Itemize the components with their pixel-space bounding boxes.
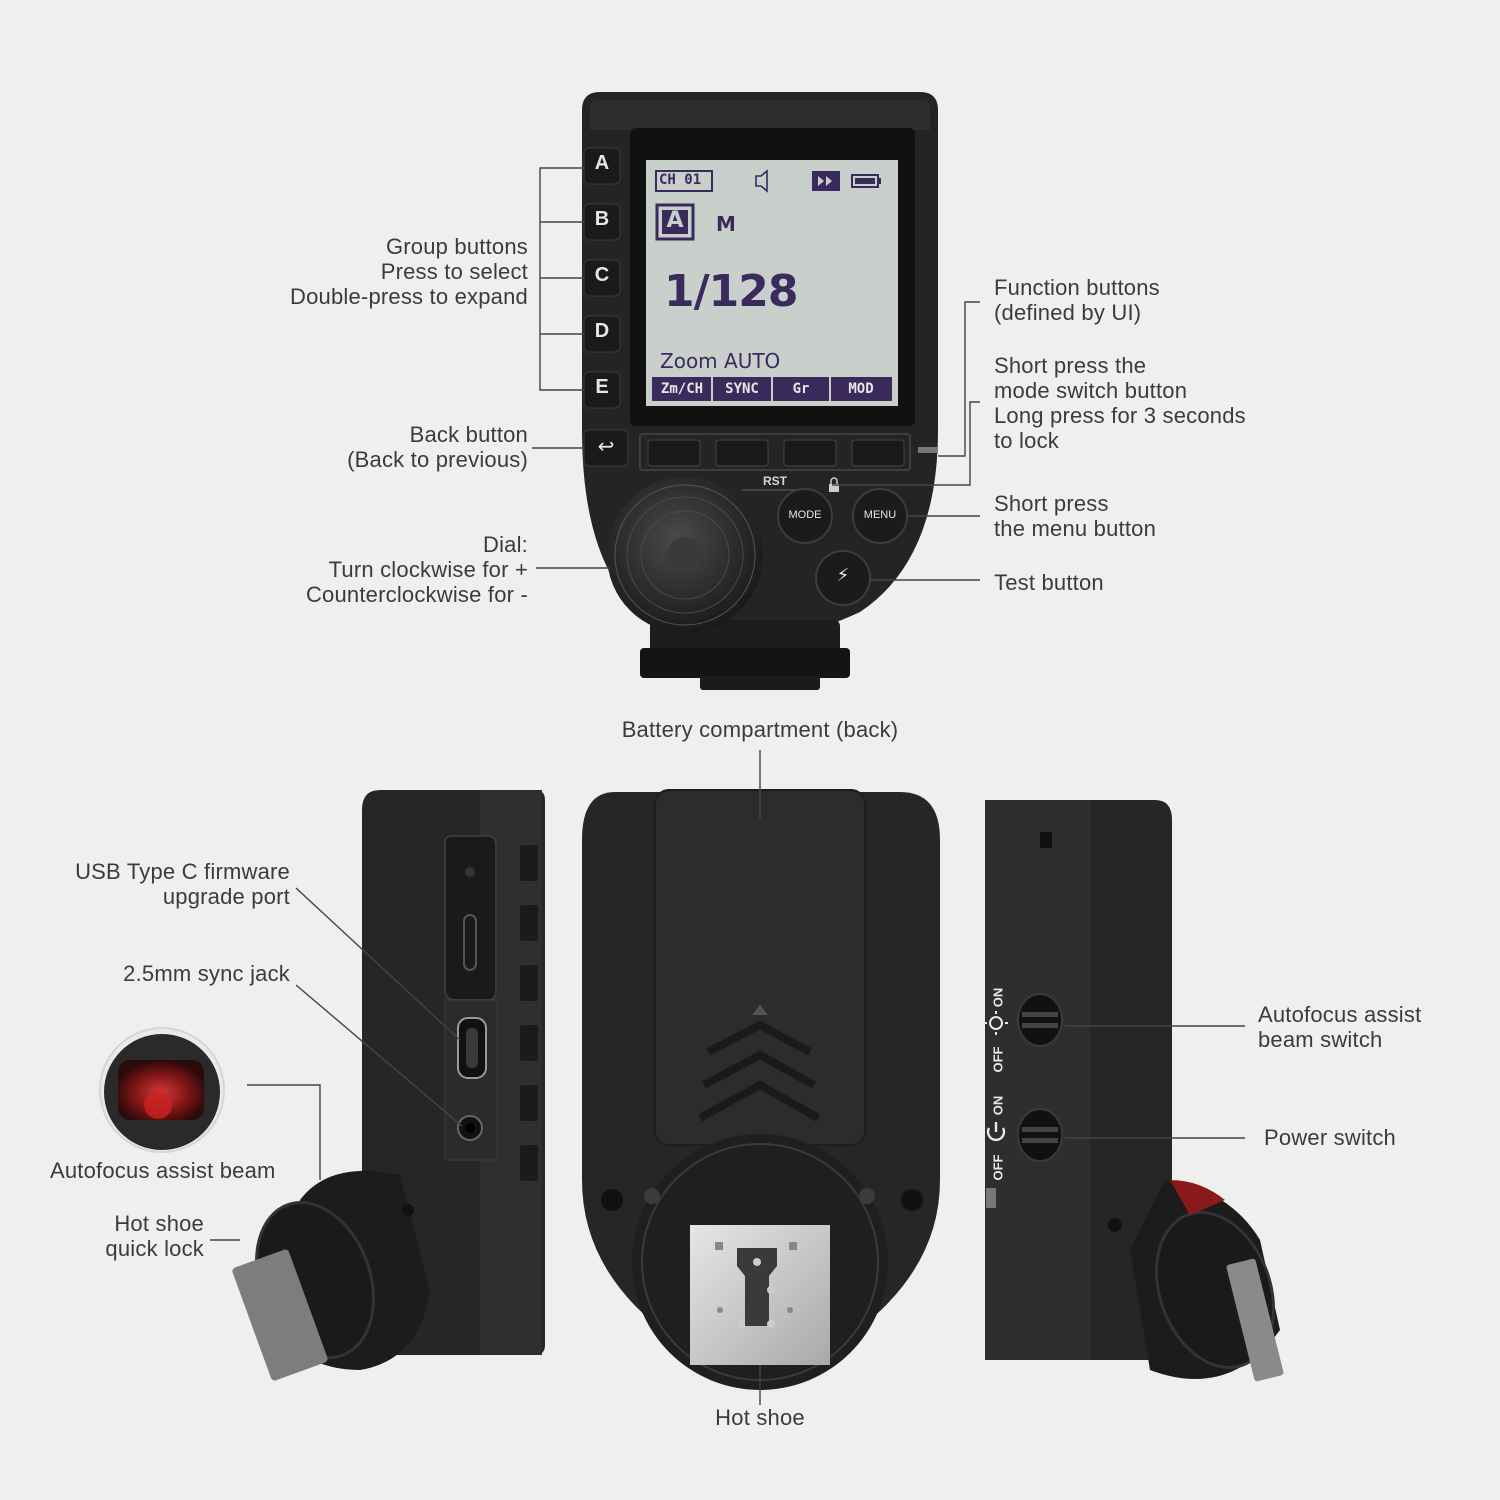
callout-power-switch: Power switch: [1264, 1125, 1396, 1150]
callout-usb: USB Type C firmware upgrade port: [75, 859, 290, 909]
transmitter-back: [582, 789, 940, 1390]
af-switch-on-mark: ON: [990, 987, 1006, 1008]
group-key-e: E: [595, 376, 609, 398]
lcd-group: A: [666, 208, 684, 233]
menu-key-label: MENU: [863, 509, 897, 521]
af-beam-switch: [1017, 993, 1063, 1047]
callout-back-button: Back button (Back to previous): [347, 422, 528, 472]
leader-lines: [210, 167, 1245, 1405]
lcd-mode: M: [716, 212, 736, 236]
callout-test-button: Test button: [994, 570, 1104, 595]
callout-mode-button: Short press the mode switch button Long …: [994, 353, 1246, 453]
group-key-c: C: [594, 264, 610, 286]
back-icon: ↩: [597, 434, 615, 458]
power-switch: [1017, 1108, 1063, 1162]
flash-icon: ⚡: [836, 565, 850, 586]
group-key-d: D: [594, 320, 610, 342]
lcd-zoom: Zoom AUTO: [660, 349, 781, 373]
callout-group-buttons: Group buttons Press to select Double-pre…: [290, 234, 528, 309]
callout-dial: Dial: Turn clockwise for + Counterclockw…: [305, 532, 528, 607]
lcd-softkey-1: Zm/CH: [660, 381, 704, 397]
callout-hot-shoe: Hot shoe: [715, 1405, 805, 1430]
callout-sync-jack: 2.5mm sync jack: [123, 961, 290, 986]
callout-battery: Battery compartment (back): [621, 717, 899, 742]
lcd-power: 1/128: [664, 266, 799, 317]
callout-menu-button: Short press the menu button: [994, 491, 1157, 541]
group-key-b: B: [594, 208, 610, 230]
battery-door: [654, 789, 866, 1146]
callout-af-beam: Autofocus assist beam: [50, 1158, 276, 1183]
power-switch-on-mark: ON: [990, 1095, 1006, 1116]
mode-key-label: MODE: [788, 509, 822, 521]
lcd-softkey-4: MOD: [848, 381, 874, 397]
callout-function-buttons: Function buttons (defined by UI): [994, 275, 1160, 325]
transmitter-left-side: [99, 790, 545, 1381]
callout-af-switch: Autofocus assist beam switch: [1258, 1002, 1422, 1052]
rst-label: RST: [763, 474, 787, 488]
lcd-channel: CH 01: [659, 172, 702, 188]
power-switch-off-mark: OFF: [990, 1154, 1006, 1181]
group-key-a: A: [594, 152, 610, 174]
af-switch-off-mark: OFF: [990, 1046, 1006, 1073]
lcd-softkey-3: Gr: [792, 381, 810, 397]
callout-hotshoe-lock: Hot shoe quick lock: [105, 1211, 204, 1261]
af-beam-window: [118, 1060, 204, 1120]
transmitter-right-side: [984, 800, 1284, 1382]
lcd-softkey-2: SYNC: [725, 381, 759, 397]
lcd-screen: [646, 160, 898, 406]
transmitter-front: [582, 92, 938, 690]
